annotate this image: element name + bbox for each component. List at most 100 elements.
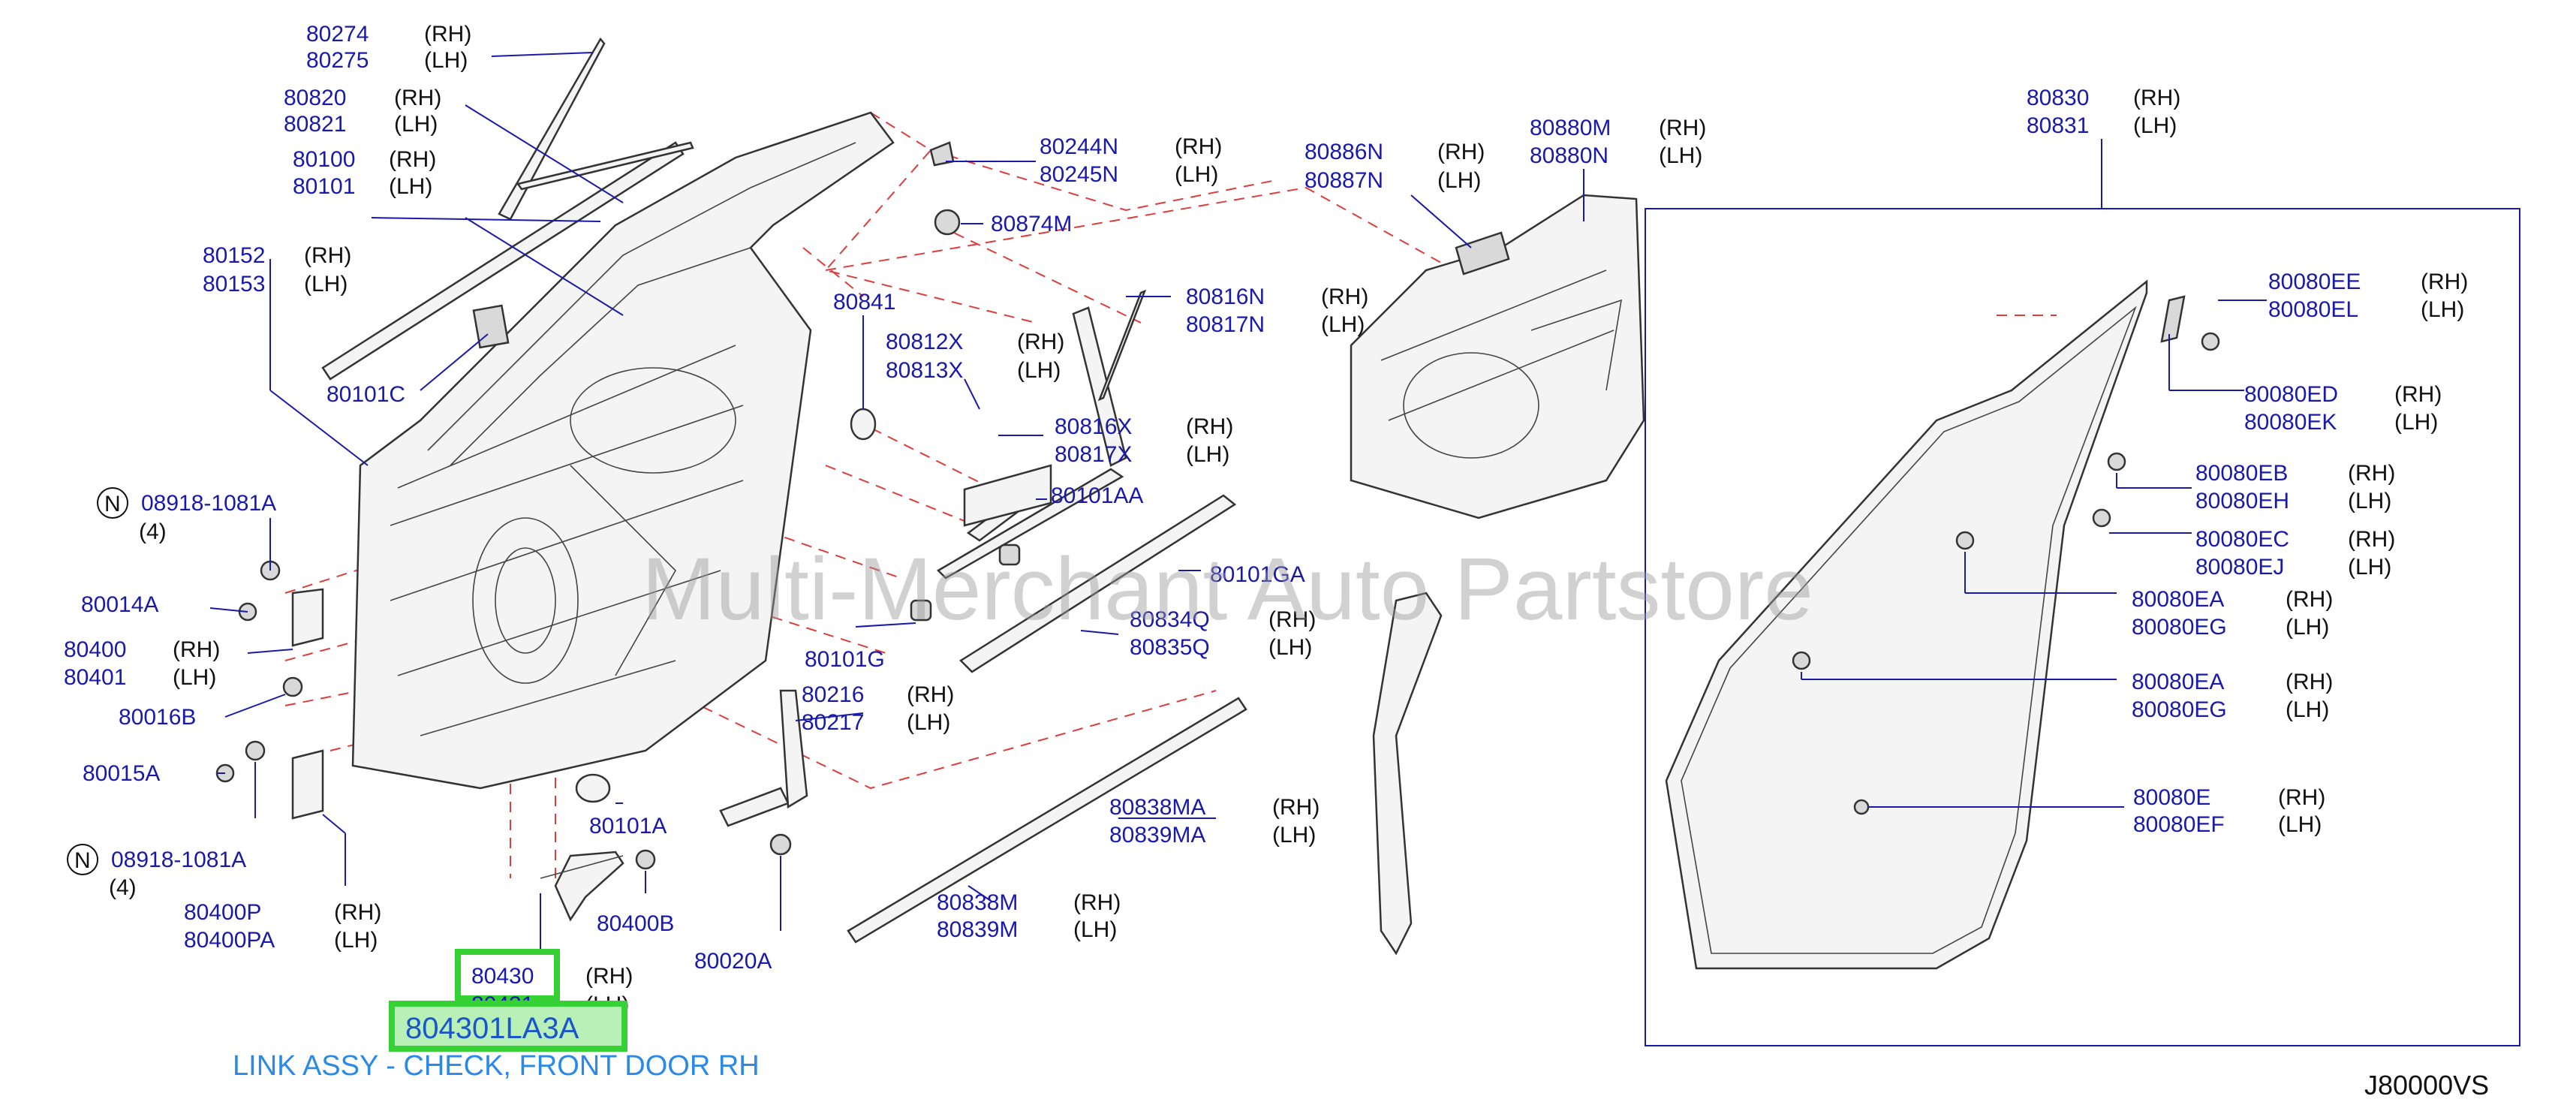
label-80812X: 80812X (886, 330, 963, 354)
side-80080EL: (LH) (2421, 297, 2464, 322)
label-80839M: 80839M (937, 917, 1018, 942)
label-80080EH: 80080EH (2195, 489, 2289, 513)
side-80886N: (RH) (1437, 140, 1485, 164)
weatherstrip (1665, 279, 2220, 970)
side-80816X: (RH) (1186, 414, 1233, 439)
label-80275: 80275 (306, 48, 369, 73)
side-80080EG-2: (LH) (2286, 697, 2329, 722)
label-80880M: 80880M (1530, 116, 1611, 140)
window-sash-strip (321, 37, 694, 381)
side-80817N: (LH) (1321, 312, 1365, 337)
side-80080EC: (RH) (2348, 527, 2395, 552)
label-80080EK: 80080EK (2244, 410, 2337, 435)
label-80080EJ: 80080EJ (2195, 555, 2284, 580)
check-link (540, 851, 624, 922)
side-80821: (LH) (394, 112, 438, 137)
label-80816N: 80816N (1186, 285, 1265, 309)
label-80217: 80217 (802, 710, 864, 735)
note-n-1: N (104, 492, 121, 516)
side-80080EG-1: (LH) (2286, 615, 2329, 640)
label-80101C: 80101C (327, 382, 405, 407)
label-80153: 80153 (203, 272, 265, 297)
side-80813X: (LH) (1017, 358, 1061, 383)
label-80813X: 80813X (886, 358, 963, 383)
side-80839M: (LH) (1073, 917, 1117, 942)
label-80080EA-1: 80080EA (2132, 587, 2224, 612)
label-80080EG-1: 80080EG (2132, 615, 2227, 640)
highlight-box-80430 (455, 949, 560, 1001)
diagram-code: J80000VS (2364, 1070, 2489, 1100)
label-80216: 80216 (802, 682, 864, 707)
label-80886N: 80886N (1305, 140, 1383, 164)
pillar-trim (1372, 592, 1443, 956)
label-80401: 80401 (64, 665, 126, 690)
side-80400PA: (LH) (334, 928, 378, 953)
side-80101: (LH) (389, 174, 432, 199)
label-80020A: 80020A (694, 949, 772, 974)
side-80216: (RH) (907, 682, 954, 707)
qty-08918-1081A-1: (4) (139, 519, 167, 544)
side-80838M: (RH) (1073, 890, 1121, 915)
part-callout: 804301LA3A LINK ASSY - CHECK, FRONT DOOR… (233, 1001, 760, 1082)
part-labels: 80274 80275 (RH) (LH) 80820 80821 (RH) (… (64, 22, 2468, 1017)
label-08918-1081A-2: 08918-1081A (111, 848, 246, 872)
side-80080EF: (LH) (2278, 812, 2322, 837)
label-80080EG-2: 80080EG (2132, 697, 2227, 722)
side-80816N: (RH) (1321, 285, 1368, 309)
side-80152: (RH) (304, 243, 351, 268)
label-80080ED: 80080ED (2244, 382, 2338, 407)
label-80880N: 80880N (1530, 143, 1608, 168)
side-80080EJ: (LH) (2348, 555, 2391, 580)
label-80080EL: 80080EL (2268, 297, 2358, 322)
side-80217: (LH) (907, 710, 950, 735)
side-80812X: (RH) (1017, 330, 1064, 354)
label-80080EC: 80080EC (2195, 527, 2289, 552)
label-80080E: 80080E (2133, 785, 2210, 810)
side-80835Q: (LH) (1268, 635, 1312, 660)
label-80835Q: 80835Q (1130, 635, 1210, 660)
weatherstrip-group-frame (1645, 208, 2520, 1046)
side-80244N: (RH) (1175, 134, 1222, 159)
label-80821: 80821 (284, 112, 346, 137)
label-80274: 80274 (306, 22, 369, 47)
label-80080EB: 80080EB (2195, 461, 2288, 486)
side-80080EE: (RH) (2421, 269, 2468, 294)
label-80014A: 80014A (81, 592, 158, 617)
label-80080EA-2: 80080EA (2132, 670, 2224, 694)
side-80275: (LH) (424, 48, 468, 73)
side-80080EA-1: (RH) (2286, 587, 2333, 612)
side-80430: (RH) (585, 964, 633, 989)
label-80430: 80430 (471, 964, 534, 989)
side-80880M: (RH) (1659, 116, 1706, 140)
label-80817N: 80817N (1186, 312, 1265, 337)
label-80101GA: 80101GA (1210, 562, 1305, 587)
door-trim-panel (1350, 194, 1645, 519)
side-80839MA: (LH) (1272, 823, 1316, 848)
label-80838M: 80838M (937, 890, 1018, 915)
label-80834Q: 80834Q (1130, 607, 1210, 632)
side-80080E: (RH) (2278, 785, 2325, 810)
label-80101G: 80101G (805, 647, 885, 672)
label-80400B: 80400B (597, 911, 674, 936)
side-80274: (RH) (424, 22, 471, 47)
label-80101AA: 80101AA (1051, 483, 1143, 508)
side-80080EA-2: (RH) (2286, 670, 2333, 694)
label-80874M: 80874M (991, 212, 1072, 236)
side-80831: (LH) (2133, 113, 2177, 138)
label-80100: 80100 (293, 147, 355, 172)
label-80400: 80400 (64, 637, 126, 662)
label-80817X: 80817X (1055, 442, 1132, 467)
side-80080EK: (LH) (2394, 410, 2438, 435)
label-80101A: 80101A (589, 814, 667, 839)
leader-lines (209, 52, 2267, 953)
side-80830: (RH) (2133, 86, 2180, 110)
label-80839MA: 80839MA (1109, 823, 1205, 848)
label-80820: 80820 (284, 86, 346, 110)
side-80817X: (LH) (1186, 442, 1229, 467)
label-80816X: 80816X (1055, 414, 1132, 439)
door-shell (351, 111, 895, 790)
side-80838MA: (RH) (1272, 795, 1320, 820)
label-80016B: 80016B (119, 705, 196, 730)
label-80400P: 80400P (184, 900, 261, 925)
small-parts (575, 141, 1147, 827)
